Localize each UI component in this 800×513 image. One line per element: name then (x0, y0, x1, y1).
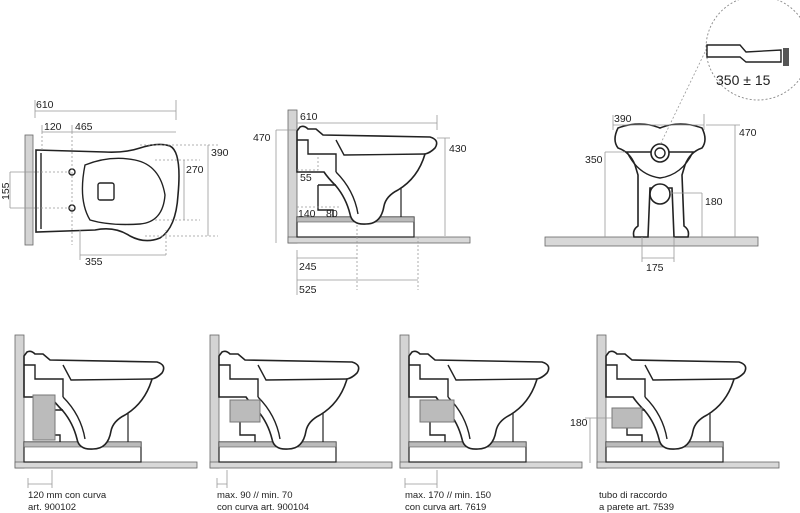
plan-view: 610 120 465 390 270 155 355 (0, 99, 229, 268)
dim-465: 465 (75, 121, 93, 133)
caption-1-line2: art. 900102 (28, 502, 76, 513)
curve-pipe (419, 399, 455, 423)
curve-pipe (32, 394, 56, 441)
caption-1-line1: 120 mm con curva (28, 490, 107, 501)
dim-525: 525 (299, 284, 317, 296)
installation-3: max. 170 // min. 150 con curva art. 7619 (399, 334, 583, 513)
dim-430: 430 (449, 143, 467, 155)
caption-2-line1: max. 90 // min. 70 (217, 490, 293, 501)
dim-180-install: 180 (570, 417, 588, 429)
front-view: 390 470 350 180 175 350 ± 15 (544, 0, 800, 274)
pipe-seal-icon (783, 48, 789, 66)
dim-120: 120 (44, 121, 62, 133)
dim-140: 140 (298, 208, 316, 220)
side-view: 610 470 430 55 140 80 245 525 (253, 109, 471, 296)
caption-3-line2: con curva art. 7619 (405, 502, 486, 513)
installation-4: 180 tubo di raccordo a parete art. 7539 (570, 334, 780, 513)
caption-3-line1: max. 170 // min. 150 (405, 490, 491, 501)
caption-4-line1: tubo di raccordo (599, 490, 667, 501)
dim-270: 270 (186, 164, 204, 176)
curve-pipe (229, 399, 261, 423)
dim-390: 390 (211, 147, 229, 159)
dim-350: 350 (585, 154, 603, 166)
floor (544, 236, 759, 247)
dim-355: 355 (85, 256, 103, 268)
caption-2-line2: con curva art. 900104 (217, 502, 309, 513)
dim-245: 245 (299, 261, 317, 273)
dim-470-front: 470 (739, 127, 757, 139)
dim-610: 610 (36, 99, 54, 111)
installation-2: max. 90 // min. 70 con curva art. 900104 (209, 334, 393, 513)
dim-175: 175 (646, 262, 664, 274)
dim-470-side: 470 (253, 132, 271, 144)
dim-610-side: 610 (300, 111, 318, 123)
tolerance-label: 350 ± 15 (716, 72, 771, 88)
dim-55: 55 (300, 172, 312, 184)
detail-callout (705, 0, 800, 101)
dim-390-front: 390 (614, 113, 632, 125)
wall (24, 134, 34, 246)
installation-1: 120 mm con curva art. 900102 (14, 334, 198, 513)
pipe-detail-icon (706, 44, 782, 63)
caption-4-line2: a parete art. 7539 (599, 502, 674, 513)
dim-180: 180 (705, 196, 723, 208)
wall-connector-pipe (611, 407, 643, 429)
dim-80: 80 (326, 208, 338, 220)
dim-155: 155 (0, 182, 12, 200)
